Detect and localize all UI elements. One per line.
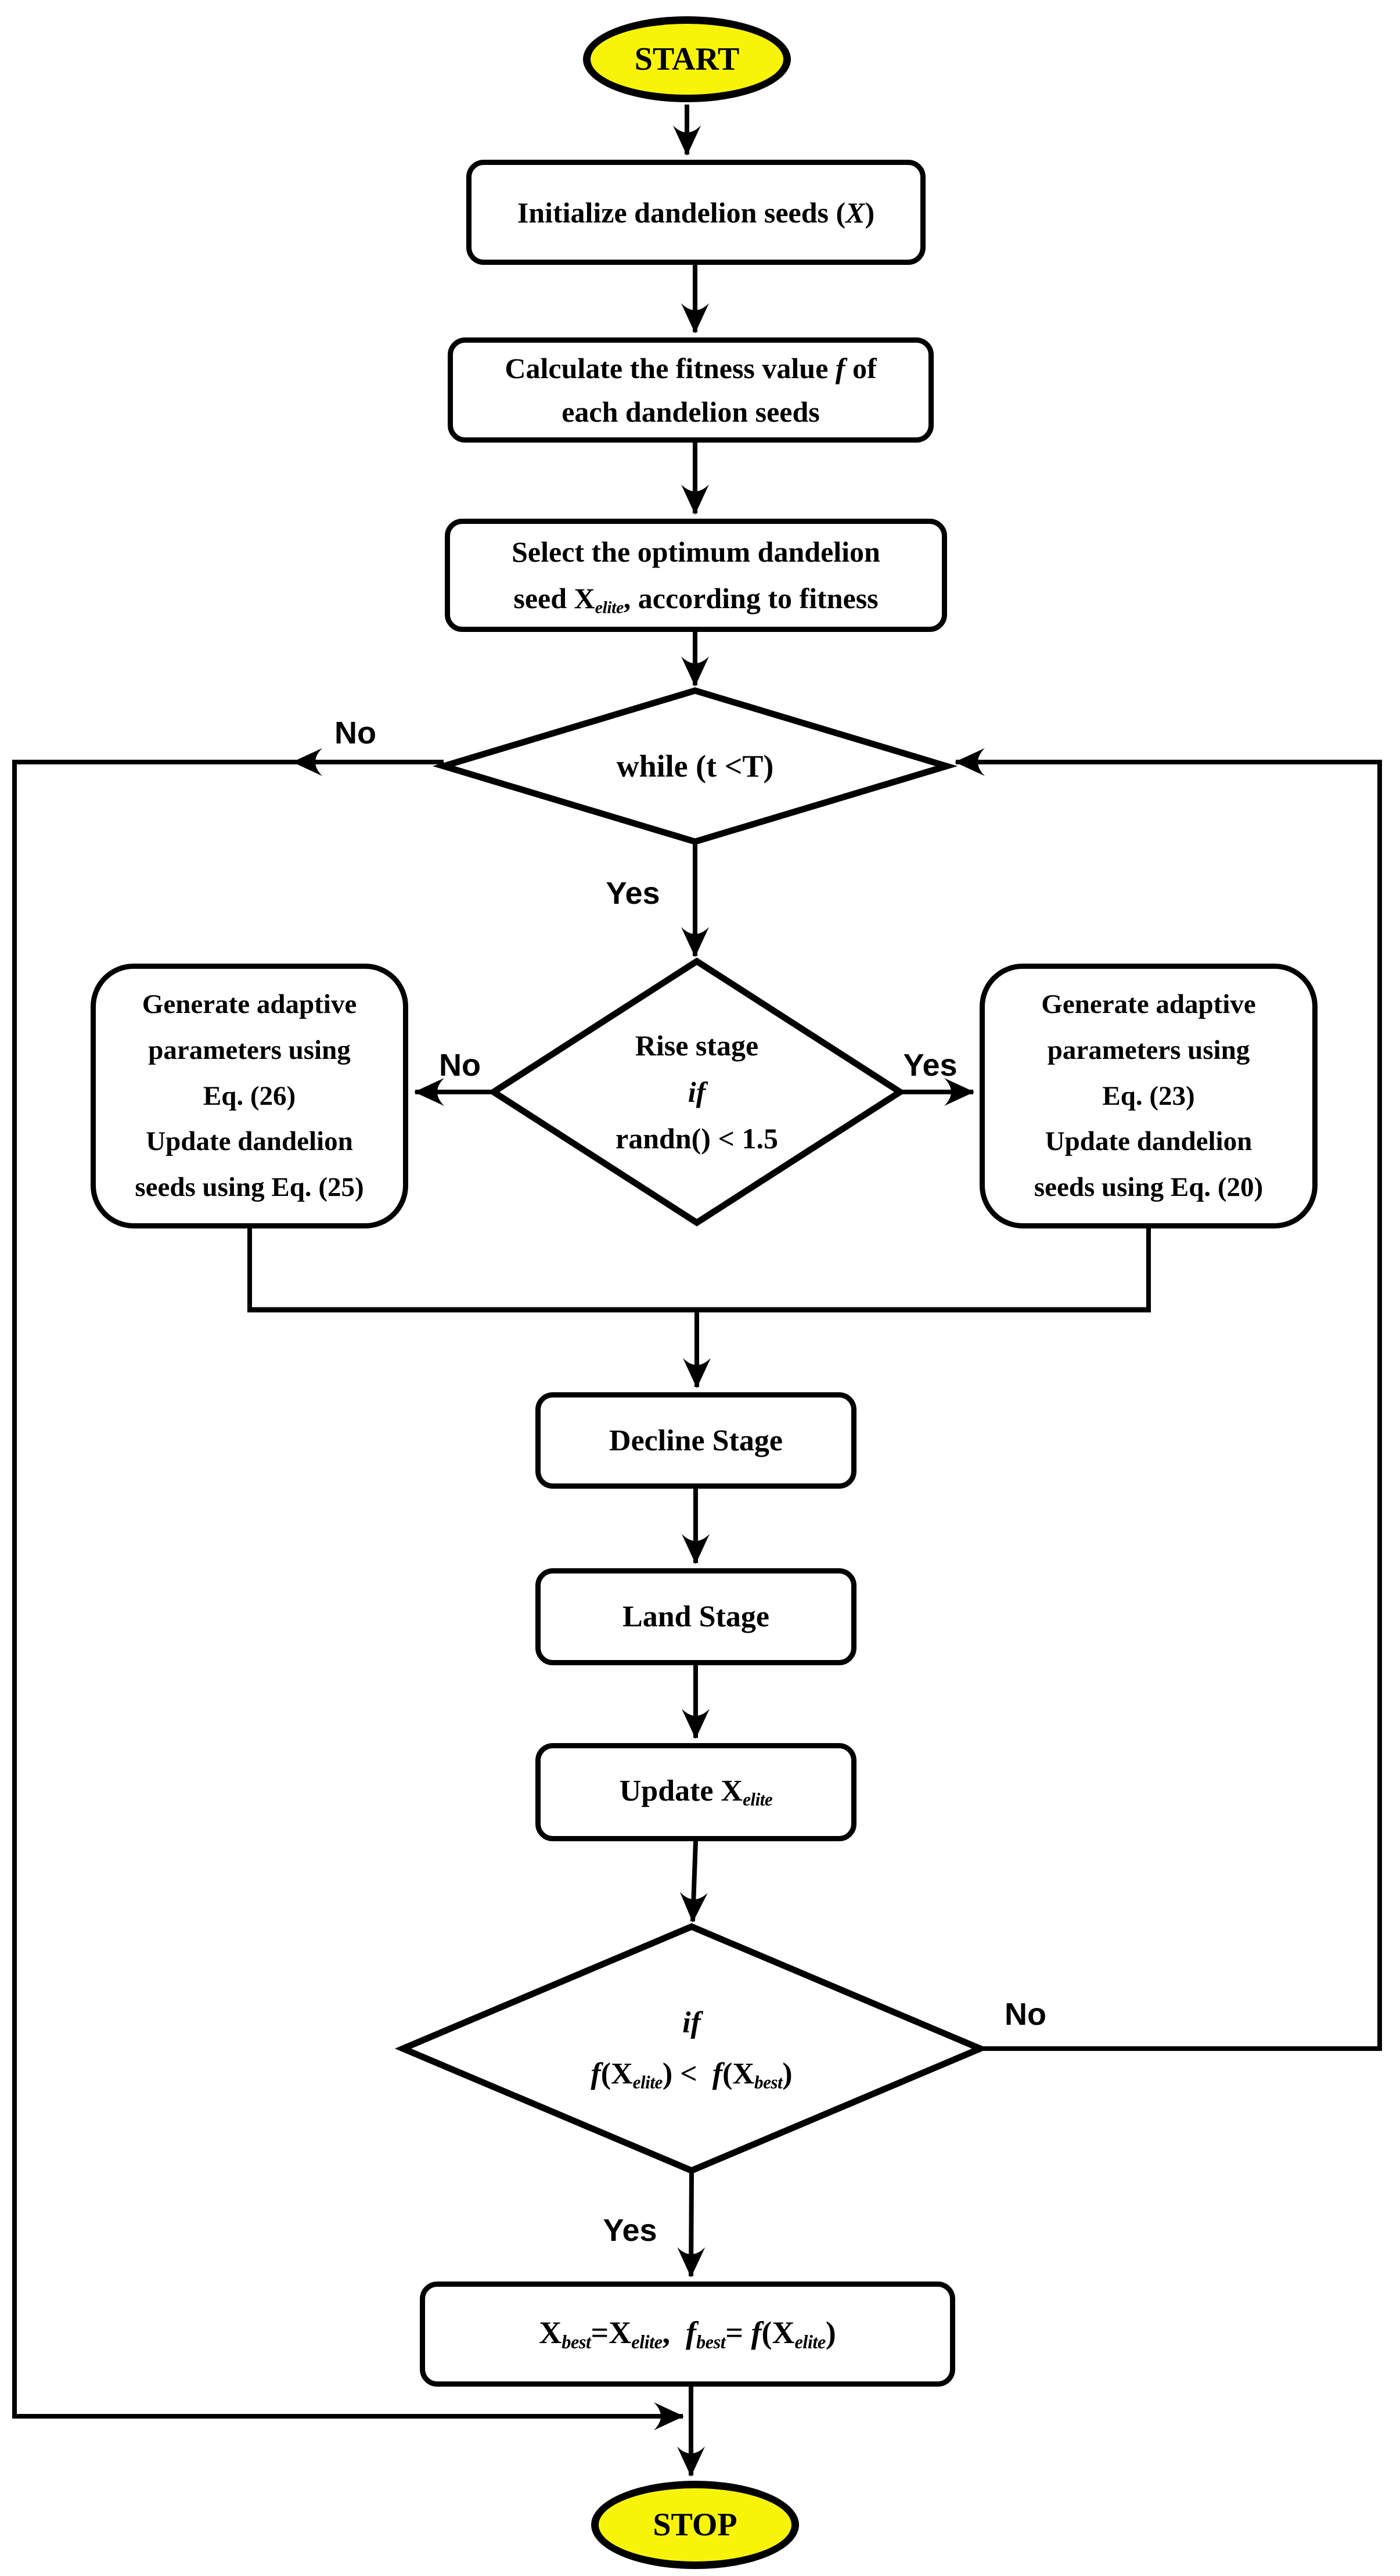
init-label: Initialize dandelion seeds (X)	[517, 196, 875, 229]
assign-best-box: Xbest=Xelite, fbest= f(Xelite)	[420, 2282, 955, 2387]
update-elite-box: Update Xelite	[535, 1743, 856, 1841]
land-stage-box: Land Stage	[535, 1568, 856, 1665]
assign-best-label: Xbest=Xelite, fbest= f(Xelite)	[539, 2315, 836, 2354]
compare-diamond-shape	[394, 1923, 989, 2174]
rise-yes-label: Yes	[903, 1048, 958, 1083]
while-no-label: No	[334, 716, 376, 750]
land-stage-label: Land Stage	[622, 1600, 769, 1633]
decline-stage-label: Decline Stage	[609, 1424, 783, 1457]
decline-stage-box: Decline Stage	[535, 1392, 856, 1489]
while-diamond-shape	[432, 687, 958, 845]
edge-update-compare	[679, 1841, 708, 1923]
edge-compare-assign-yes	[677, 2171, 706, 2277]
compare-no-label: No	[1005, 1997, 1046, 2032]
compare-yes-label: Yes	[603, 2213, 657, 2248]
stop-terminal: STOP	[591, 2481, 799, 2569]
rise-diamond-shape	[487, 957, 906, 1227]
start-label: START	[634, 41, 740, 77]
edge-compare-no-loop	[955, 748, 1382, 2051]
update-elite-label: Update Xelite	[619, 1774, 773, 1810]
while-condition-text: while (t <T)	[616, 749, 774, 784]
init-box: Initialize dandelion seeds (X)	[466, 160, 926, 265]
rise-no-label: No	[439, 1048, 481, 1083]
while-yes-label: Yes	[606, 876, 660, 911]
stop-label: STOP	[653, 2507, 737, 2543]
edge-while-no-loop	[12, 760, 684, 2430]
start-terminal: START	[583, 16, 791, 102]
